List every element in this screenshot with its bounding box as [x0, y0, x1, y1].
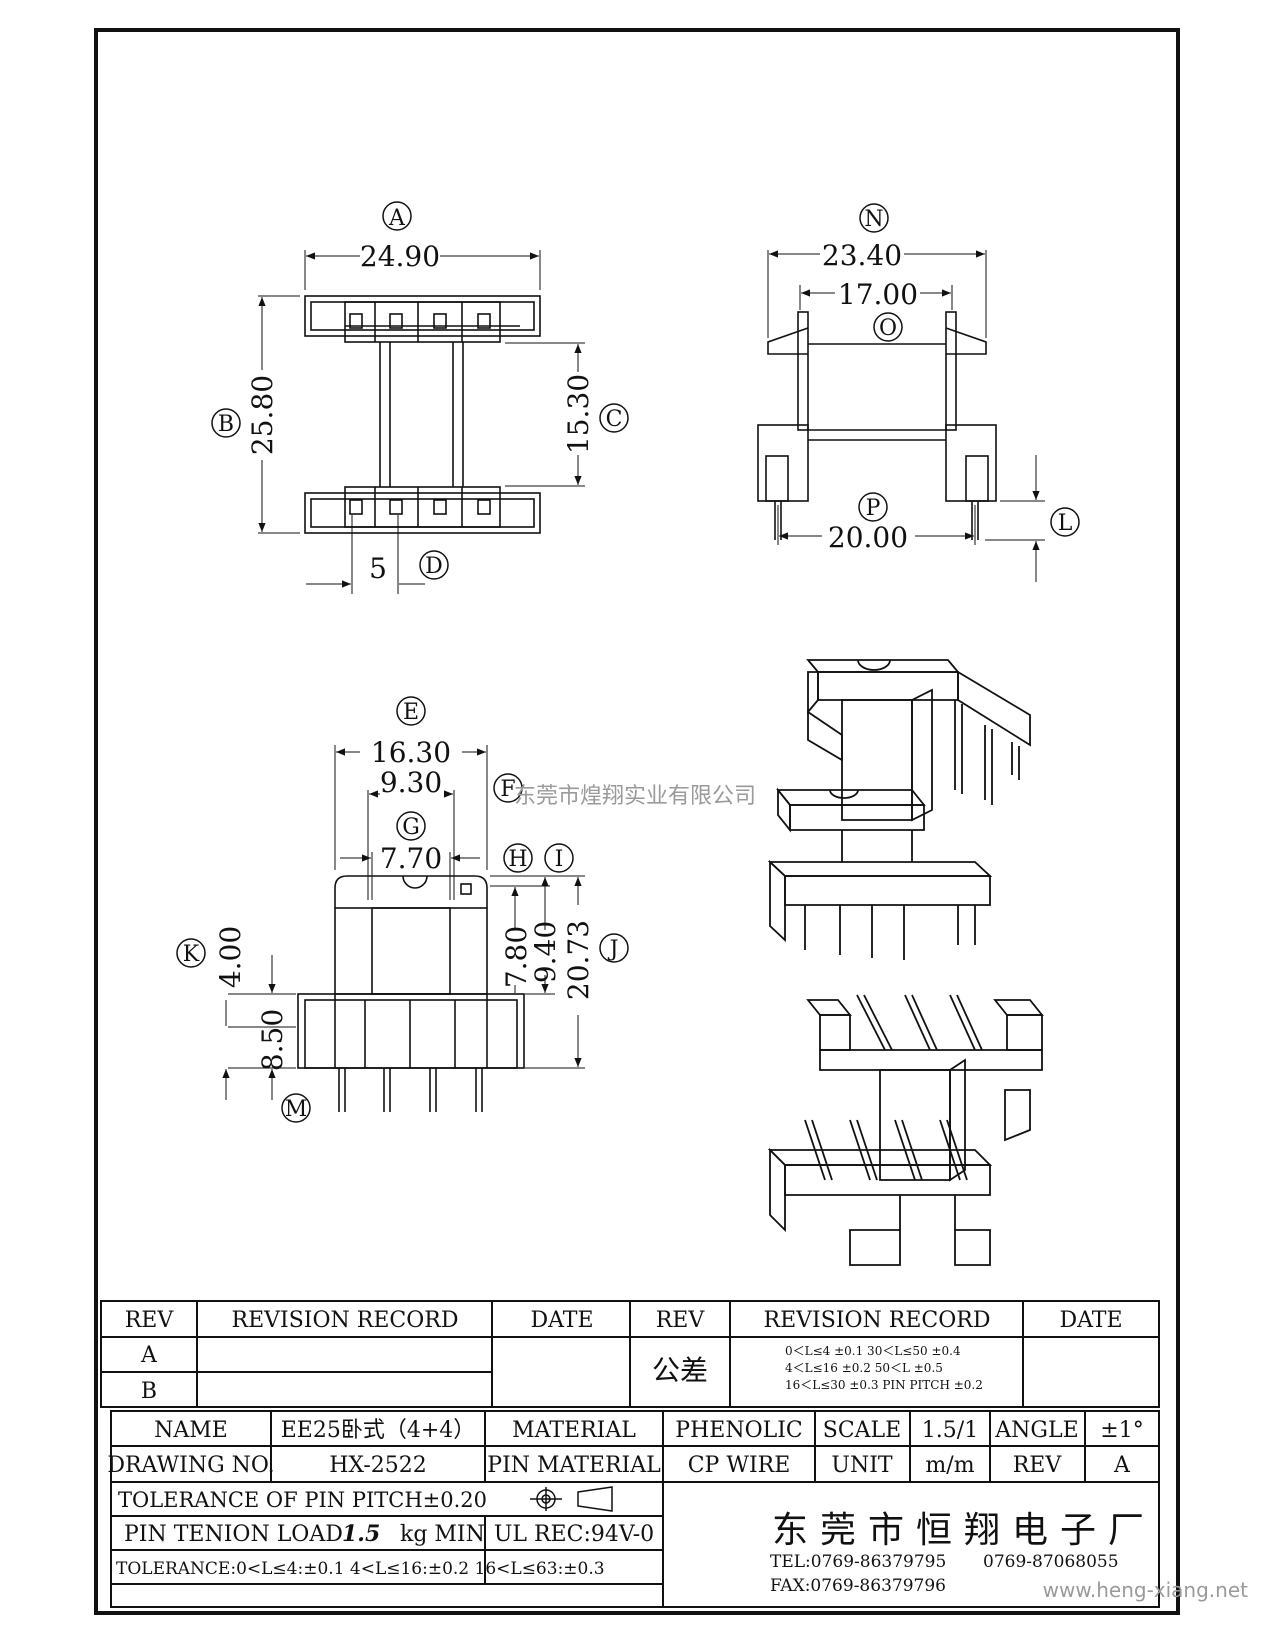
dim-P-value: 20.00	[828, 521, 908, 554]
dim-B-value: 25.80	[246, 375, 279, 455]
dim-B: B 25.80	[211, 375, 279, 455]
tol-line-1: 0＜L≤4 ±0.1 30＜L≤50 ±0.4	[785, 1344, 961, 1358]
dim-N-letter: N	[864, 207, 883, 232]
dim-E: E 16.30	[371, 696, 451, 769]
material-label: MATERIAL	[512, 1418, 636, 1443]
drawing-no-value: HX-2522	[329, 1453, 427, 1478]
dim-C: C 15.30	[562, 374, 629, 454]
dim-K-value: 4.00	[214, 926, 247, 988]
dim-J-letter: J	[608, 937, 619, 962]
company-name: 东莞市恒翔电子厂	[772, 1510, 1156, 1551]
dim-F-letter: F	[500, 777, 515, 802]
rev-row-a: A	[140, 1343, 158, 1368]
dim-N-value: 23.40	[822, 239, 902, 272]
watermark-corner: www.heng-xiang.net	[1043, 1578, 1249, 1602]
front-view	[222, 745, 585, 1112]
name-value: EE25卧式（4+4）	[281, 1418, 476, 1443]
date-header: DATE	[530, 1308, 593, 1333]
dim-C-value: 15.30	[562, 374, 595, 454]
dim-L-letter: L	[1058, 511, 1073, 536]
ul-rating: UL REC:94V-0	[494, 1522, 654, 1547]
isometric-view-upper	[767, 659, 1031, 960]
dim-M-value: 8.50	[256, 1009, 289, 1071]
revision-record-header-2: REVISION RECORD	[764, 1308, 991, 1333]
rev-label: REV	[1013, 1453, 1063, 1478]
tol-line-3: 16＜L≤30 ±0.3 PIN PITCH ±0.2	[785, 1378, 983, 1392]
dim-O-letter: O	[879, 316, 897, 341]
watermark-center: 东莞市煌翔实业有限公司	[514, 784, 756, 809]
dim-B-letter: B	[218, 412, 234, 437]
dim-M-letter: M	[285, 1097, 308, 1122]
name-label: NAME	[154, 1418, 228, 1443]
sheet-border	[94, 28, 1180, 1615]
dim-F-value: 9.30	[380, 766, 442, 799]
top-pins-lower	[349, 487, 491, 527]
dim-K-letter: K	[183, 942, 200, 967]
tolerance-line: TOLERANCE:0<L≤4:±0.1 4<L≤16:±0.2 16<L≤63…	[116, 1559, 605, 1579]
pin-material-label: PIN MATERIAL	[487, 1453, 661, 1478]
rev-value: A	[1113, 1453, 1131, 1478]
dim-A-value: 24.90	[360, 240, 440, 273]
unit-value: m/m	[925, 1453, 974, 1478]
material-value: PHENOLIC	[675, 1418, 802, 1443]
revision-table: REV REVISION RECORD DATE REV REVISION RE…	[100, 1300, 1160, 1408]
dim-I-letter: I	[555, 847, 564, 872]
dim-D-letter: D	[425, 554, 443, 579]
dim-P-letter: P	[866, 496, 881, 521]
dim-C-letter: C	[606, 407, 623, 432]
dim-H: H 7.80	[500, 843, 533, 988]
title-block: NAME EE25卧式（4+4） MATERIAL PHENOLIC SCALE…	[107, 1410, 1249, 1608]
pin-tension-unit: kg MIN	[400, 1522, 485, 1547]
tel-2: 0769-87068055	[983, 1552, 1119, 1572]
dim-J-value: 20.73	[562, 920, 595, 1000]
angle-value: ±1°	[1100, 1418, 1143, 1443]
dim-H-letter: H	[508, 847, 527, 872]
isometric-view-lower	[767, 994, 1044, 1266]
side-view	[757, 250, 1045, 582]
pin-tension-value: 1.5	[342, 1521, 380, 1547]
fax: FAX:0769-86379796	[770, 1576, 946, 1596]
dim-K: K 4.00	[176, 926, 247, 988]
dim-M: M 8.50	[256, 1009, 311, 1123]
dim-G: G 7.70	[380, 811, 442, 875]
angle-label: ANGLE	[994, 1418, 1078, 1443]
pin-material-value: CP WIRE	[688, 1453, 791, 1478]
dim-G-value: 7.70	[380, 842, 442, 875]
dim-E-letter: E	[403, 700, 419, 725]
scale-label: SCALE	[823, 1418, 901, 1443]
date-header-2: DATE	[1059, 1308, 1122, 1333]
pin-tension-label: PIN TENION LOAD	[124, 1522, 343, 1547]
scale-value: 1.5/1	[922, 1418, 978, 1443]
dim-H-value: 7.80	[500, 926, 533, 988]
rev-header: REV	[125, 1308, 175, 1333]
dim-G-letter: G	[402, 815, 420, 840]
dim-I-value: 9.40	[529, 921, 562, 983]
dim-D-value: 5	[369, 552, 387, 585]
tolerance-label: 公差	[652, 1354, 708, 1387]
tol-line-2: 4＜L≤16 ±0.2 50＜L ±0.5	[785, 1361, 943, 1375]
unit-label: UNIT	[831, 1453, 892, 1478]
dim-J: J 20.73	[562, 920, 629, 1000]
dim-O-value: 17.00	[838, 278, 918, 311]
projection-symbol-icon	[530, 1486, 613, 1512]
top-pins-upper	[349, 302, 491, 342]
dim-I: I 9.40	[529, 843, 574, 983]
tel: TEL:0769-86379795	[770, 1552, 946, 1572]
dim-A-letter: A	[388, 206, 406, 231]
top-view	[258, 250, 585, 594]
dim-D: D 5	[369, 550, 449, 585]
drawing-no-label: DRAWING NO.	[107, 1453, 274, 1478]
dim-F: F 9.30	[380, 766, 523, 803]
rev-header-2: REV	[656, 1308, 706, 1333]
dim-N: N 23.40	[822, 203, 902, 272]
dim-O: O 17.00	[838, 278, 918, 342]
dim-P: P 20.00	[828, 492, 908, 554]
rev-row-b: B	[141, 1379, 157, 1404]
dim-L: L	[1050, 507, 1080, 537]
dim-A: A 24.90	[360, 201, 440, 273]
dim-E-value: 16.30	[371, 736, 451, 769]
revision-record-header: REVISION RECORD	[232, 1308, 459, 1333]
pitch-tolerance: TOLERANCE OF PIN PITCH±0.20	[118, 1488, 487, 1512]
